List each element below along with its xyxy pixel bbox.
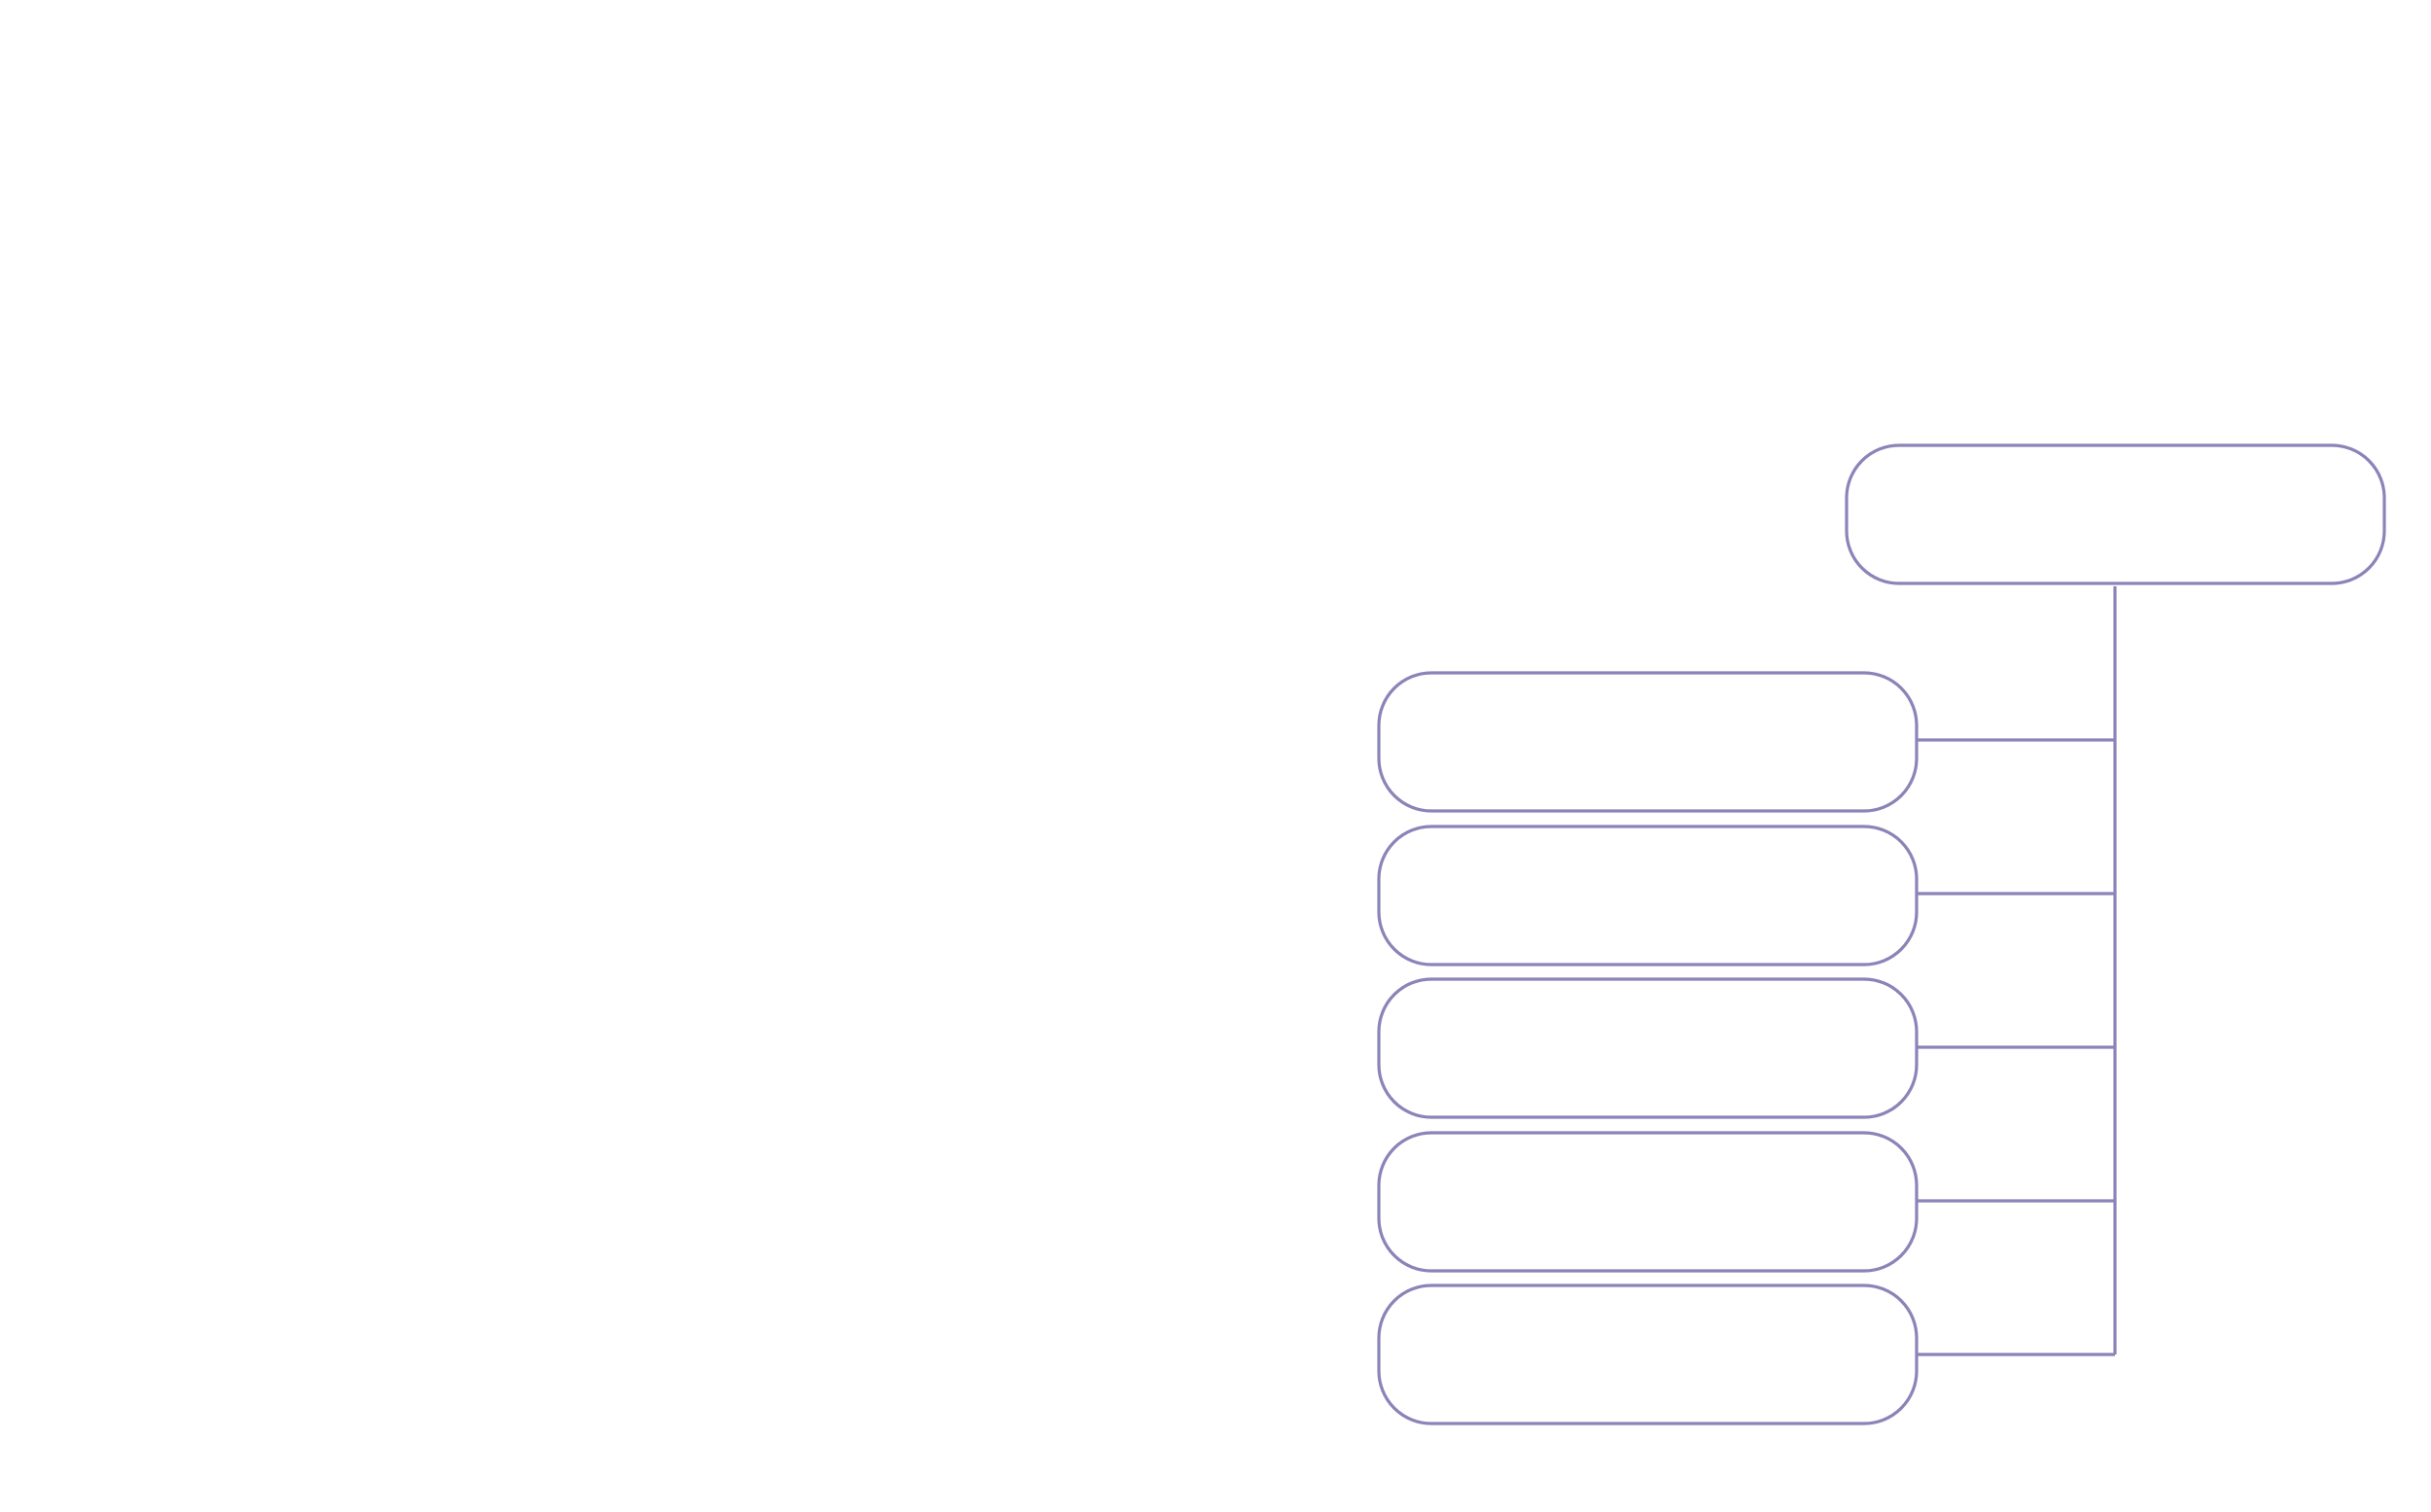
child-node-4 [1377, 1131, 1919, 1273]
child-node-1 [1377, 671, 1919, 813]
child-node-2 [1377, 825, 1919, 967]
child-node-box-2 [1377, 825, 1919, 967]
child-node-3 [1377, 977, 1919, 1119]
child-node-box-4 [1377, 1131, 1919, 1273]
child-node-box-3 [1377, 977, 1919, 1119]
child-node-box-1 [1377, 671, 1919, 813]
connector-lines [1916, 586, 2117, 1356]
root-node-box [1845, 443, 2386, 585]
child-node-5 [1377, 1283, 1919, 1425]
root-node [1845, 443, 2386, 585]
child-node-box-5 [1377, 1283, 1919, 1425]
